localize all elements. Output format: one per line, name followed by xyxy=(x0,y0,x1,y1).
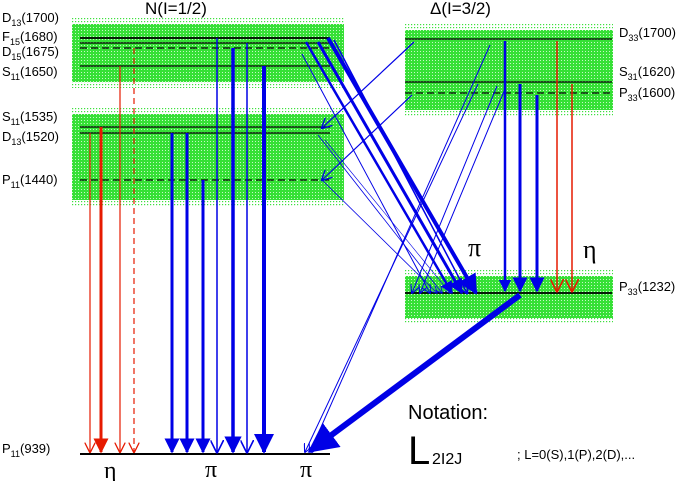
arrow-d-g-3 xyxy=(412,85,498,293)
arrow-d-g-1 xyxy=(310,44,491,452)
label-s11-1535: S11(1535) xyxy=(2,109,58,127)
arrow-n-d-5 xyxy=(333,39,467,293)
arrow-n-d-4 xyxy=(326,36,478,295)
eta-label-bottom: η xyxy=(104,458,117,481)
notation-letter: L xyxy=(408,429,430,473)
decay-arrows xyxy=(90,36,572,454)
arrow-n-d-3 xyxy=(316,41,464,295)
label-d15-1675: D15(1675) xyxy=(2,44,59,62)
notation-legend: ; L=0(S),1(P),2(D),... xyxy=(517,447,635,462)
delta-header: Δ(I=3/2) xyxy=(430,0,491,18)
arrow-1232-g xyxy=(307,292,522,454)
nucleon-header: N(I=1/2) xyxy=(145,0,207,18)
label-p33-1232: P33(1232) xyxy=(619,279,675,297)
label-d33-1700: D33(1700) xyxy=(619,25,676,43)
band-nucleon-upper xyxy=(72,24,344,82)
notation-subscript: 2I2J xyxy=(432,451,462,468)
arrow-d-n-2 xyxy=(322,94,413,180)
label-p11-939: P11(939) xyxy=(2,441,50,459)
band-nucleon-lower xyxy=(72,114,344,200)
label-d13-1520: D13(1520) xyxy=(2,129,59,147)
arrow-d-g-2 xyxy=(305,83,479,452)
label-p11-1440: P11(1440) xyxy=(2,172,58,190)
label-s31-1620: S31(1620) xyxy=(619,64,675,82)
band-group xyxy=(72,18,613,324)
arrow-n-d-6 xyxy=(317,134,442,293)
label-f15-1680: F15(1680) xyxy=(2,29,58,47)
band-delta-upper xyxy=(405,30,613,110)
band-delta-1232 xyxy=(405,276,613,318)
arrow-n-d-1 xyxy=(301,53,430,293)
arrow-d-n-1 xyxy=(322,41,415,128)
arrow-n-d-2 xyxy=(304,41,454,295)
arrow-n-d-7 xyxy=(321,179,437,293)
label-p33-1600: P33(1600) xyxy=(619,85,675,103)
pi-label-bottom-2: π xyxy=(300,457,312,481)
label-s11-1650: S11(1650) xyxy=(2,64,58,82)
label-d13-1700: D13(1700) xyxy=(2,10,59,28)
arrow-n-d-8 xyxy=(324,139,450,293)
notation-title: Notation: xyxy=(408,402,488,424)
pi-label-bottom-1: π xyxy=(205,457,217,481)
arrow-d-g-4 xyxy=(420,88,506,293)
pi-label-delta: π xyxy=(468,233,481,262)
eta-label-delta: η xyxy=(583,235,597,264)
